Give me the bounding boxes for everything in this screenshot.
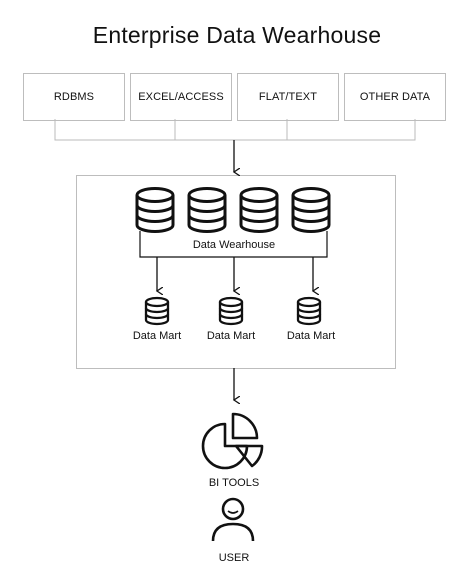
source-label: FLAT/TEXT: [258, 91, 318, 103]
page-title: Enterprise Data Wearhouse: [92, 22, 382, 48]
source-label: EXCEL/ACCESS: [138, 91, 224, 103]
data-mart-database-icon: [296, 296, 322, 326]
source-box-flat-text: FLAT/TEXT: [237, 73, 339, 121]
data-mart-label: Data Mart: [132, 330, 182, 342]
data-mart-label: Data Mart: [206, 330, 256, 342]
data-mart-label: Data Mart: [286, 330, 336, 342]
source-box-excel-access: EXCEL/ACCESS: [130, 73, 232, 121]
source-box-rdbms: RDBMS: [23, 73, 125, 121]
source-label: OTHER DATA: [359, 91, 431, 103]
data-mart-database-icon: [218, 296, 244, 326]
warehouse-label: Data Wearhouse: [185, 239, 283, 251]
user-icon: [211, 497, 255, 542]
warehouse-database-icon: [291, 187, 331, 233]
warehouse-database-icon: [135, 187, 175, 233]
warehouse-database-icon: [239, 187, 279, 233]
source-box-other-data: OTHER DATA: [344, 73, 446, 121]
user-label: USER: [218, 552, 250, 564]
source-label: RDBMS: [53, 91, 95, 103]
warehouse-database-icon: [187, 187, 227, 233]
source-connectors: [54, 119, 416, 141]
bi-tools-label: BI TOOLS: [208, 477, 260, 489]
data-mart-database-icon: [144, 296, 170, 326]
pie-chart-icon: [201, 412, 264, 470]
